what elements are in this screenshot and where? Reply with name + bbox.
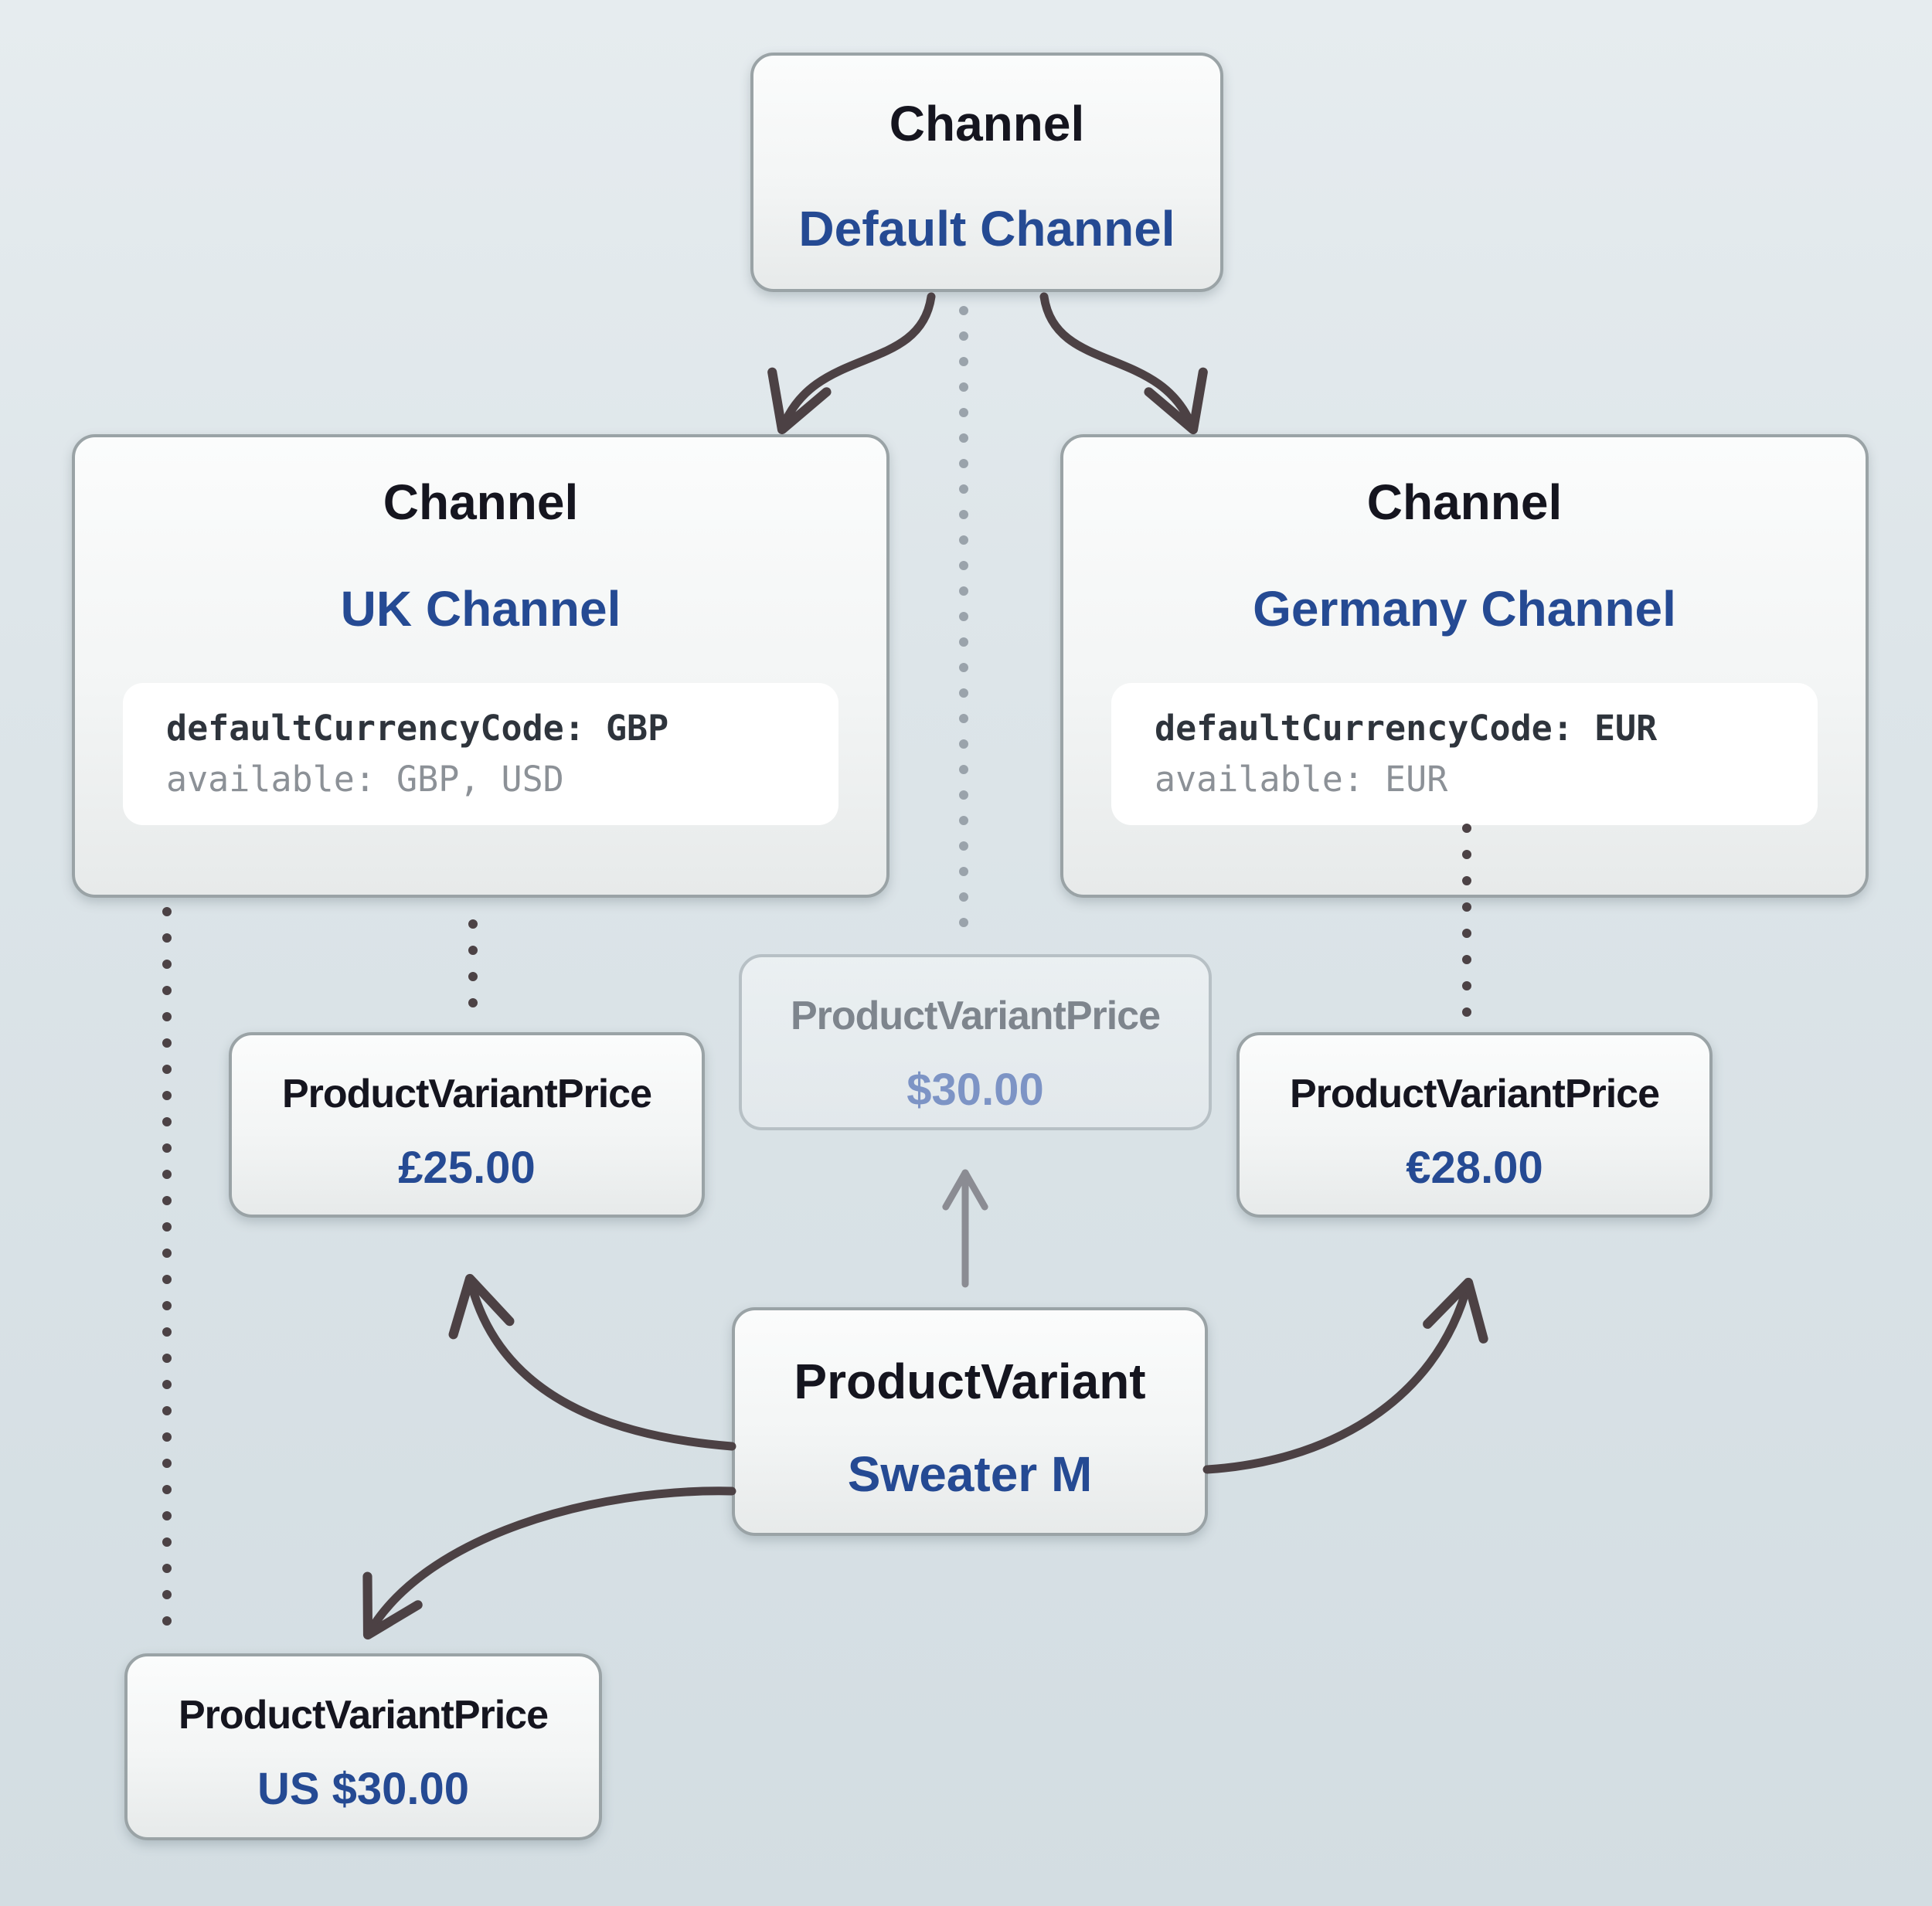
price-node-uk-usd: ProductVariantPrice US $30.00 [124, 1653, 602, 1840]
entity-type-label: ProductVariantPrice [281, 1072, 652, 1116]
arrow-default-to-uk-channel [767, 292, 936, 435]
default-currency-line: defaultCurrencyCode: EUR [1155, 708, 1658, 749]
price-value-label: €28.00 [1406, 1143, 1543, 1193]
price-node-default-channel: ProductVariantPrice $30.00 [739, 954, 1212, 1130]
currency-code-panel: defaultCurrencyCode: GBP available: GBP,… [123, 683, 838, 825]
channel-node-default: Channel Default Channel [750, 53, 1223, 292]
channel-node-uk: Channel UK Channel defaultCurrencyCode: … [72, 434, 889, 898]
entity-type-label: ProductVariant [794, 1354, 1146, 1409]
price-value-label: US $30.00 [257, 1764, 470, 1814]
arrow-variant-to-eur-price [1202, 1277, 1488, 1474]
available-currencies-line: available: GBP, USD [166, 759, 564, 800]
price-value-label: $30.00 [906, 1065, 1044, 1115]
entity-name-label: Germany Channel [1253, 581, 1676, 637]
entity-type-label: ProductVariantPrice [1289, 1072, 1660, 1116]
arrow-default-to-germany-channel [1039, 292, 1208, 435]
entity-name-label: Default Channel [798, 201, 1175, 257]
arrow-variant-to-gbp-price [448, 1273, 736, 1451]
price-value-label: £25.00 [398, 1143, 536, 1193]
default-currency-line: defaultCurrencyCode: GBP [166, 708, 669, 749]
entity-type-label: ProductVariantPrice [178, 1693, 549, 1738]
entity-type-label: ProductVariantPrice [790, 994, 1161, 1038]
arrow-variant-to-usd-price [362, 1486, 736, 1640]
price-node-germany-eur: ProductVariantPrice €28.00 [1236, 1032, 1713, 1218]
available-currencies-line: available: EUR [1155, 759, 1448, 800]
entity-type-label: Channel [1366, 474, 1563, 530]
price-node-uk-gbp: ProductVariantPrice £25.00 [229, 1032, 705, 1218]
currency-code-panel: defaultCurrencyCode: EUR available: EUR [1111, 683, 1818, 825]
channel-node-germany: Channel Germany Channel defaultCurrencyC… [1060, 434, 1869, 898]
entity-type-label: Channel [889, 96, 1085, 151]
product-variant-node: ProductVariant Sweater M [732, 1307, 1208, 1536]
entity-name-label: UK Channel [340, 581, 621, 637]
entity-type-label: Channel [383, 474, 579, 530]
entity-name-label: Sweater M [847, 1446, 1093, 1502]
